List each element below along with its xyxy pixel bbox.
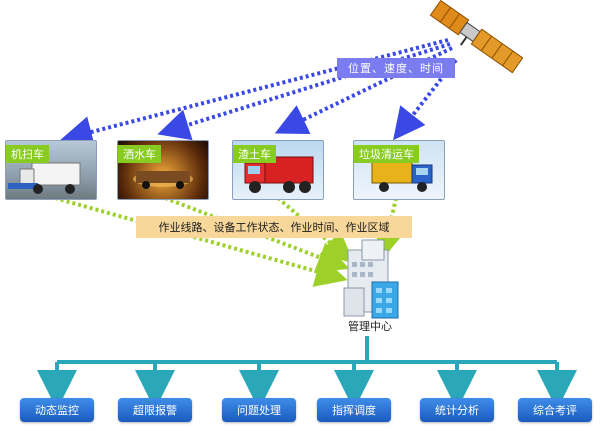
garbage-truck-icon xyxy=(371,160,433,192)
vehicle-sprinkler: 洒水车 xyxy=(117,140,209,200)
sat-link-1 xyxy=(60,38,449,148)
statistical-analysis-button[interactable]: 统计分析 xyxy=(420,398,494,422)
vehicle-label: 垃圾清运车 xyxy=(354,145,419,163)
comprehensive-evaluation-button[interactable]: 综合考评 xyxy=(518,398,592,422)
sweeper-truck-icon xyxy=(8,162,81,194)
building-icon xyxy=(343,239,399,319)
command-dispatch-button[interactable]: 指挥调度 xyxy=(317,398,391,422)
sprinkler-truck-icon xyxy=(133,171,193,189)
vehicle-dump-truck: 渣土车 xyxy=(232,140,324,200)
vehicle-garbage-truck: 垃圾清运车 xyxy=(353,140,445,200)
vehicle-sweeper: 机扫车 xyxy=(5,140,97,200)
satellite-data-band: 位置、速度、时间 xyxy=(337,58,455,78)
problem-handling-button[interactable]: 问题处理 xyxy=(222,398,296,422)
operation-data-band: 作业线路、设备工作状态、作业时间、作业区域 xyxy=(136,216,412,238)
satellite-links xyxy=(60,38,458,148)
dynamic-monitoring-button[interactable]: 动态监控 xyxy=(20,398,94,422)
vehicle-label: 渣土车 xyxy=(233,145,276,163)
satellite-icon xyxy=(429,0,524,74)
dump-truck-icon xyxy=(244,156,314,193)
data-link-1 xyxy=(54,196,348,287)
sat-link-4 xyxy=(393,58,458,141)
overlimit-alarm-button[interactable]: 超限报警 xyxy=(118,398,192,422)
vehicle-label: 机扫车 xyxy=(6,145,49,163)
function-tree xyxy=(37,336,577,410)
data-links xyxy=(54,196,405,287)
vehicle-label: 洒水车 xyxy=(118,145,161,163)
data-link-2 xyxy=(164,196,350,273)
management-center-label: 管理中心 xyxy=(348,320,392,333)
